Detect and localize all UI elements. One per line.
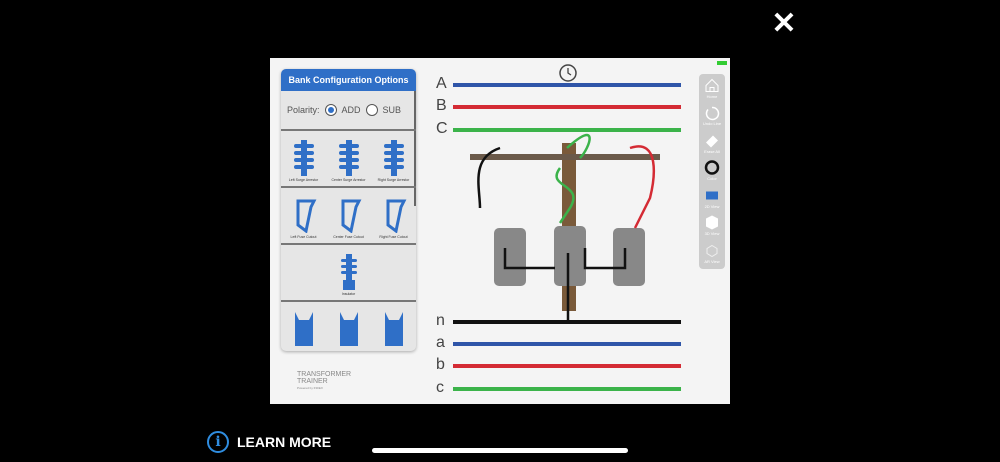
label-c: c: [436, 379, 444, 396]
center-fuse-cutout-option[interactable]: Center Fuse Cutout: [328, 197, 370, 239]
transformer-right: [613, 228, 645, 286]
logo-line1: TRANSFORMER: [297, 371, 352, 378]
tool-label: AR View: [704, 258, 720, 264]
fuse-cutout-icon: [386, 199, 406, 233]
label-b: b: [436, 356, 445, 373]
option-label: Left Fuse Cutout: [290, 235, 317, 239]
surge-arrestor-icon: [293, 140, 314, 176]
transformer-icon[interactable]: [383, 311, 405, 346]
cutout-options: Left Fuse Cutout Center Fuse Cutout Righ…: [281, 188, 416, 245]
transformer-icon[interactable]: [338, 311, 360, 346]
polarity-row: Polarity: ADD SUB: [281, 91, 416, 131]
right-fuse-cutout-option[interactable]: Right Fuse Cutout: [373, 197, 415, 239]
label-B: B: [436, 97, 447, 114]
learn-more-button[interactable]: i LEARN MORE: [207, 431, 331, 453]
learn-more-label: LEARN MORE: [237, 434, 332, 450]
panel-scrollbar[interactable]: [414, 91, 416, 206]
polarity-add-radio[interactable]: [324, 104, 337, 116]
timer-icon[interactable]: [557, 62, 579, 84]
crossarm: [470, 154, 660, 160]
option-label: Left Surge Arrestor: [288, 178, 319, 182]
info-icon: i: [207, 431, 229, 453]
option-label: Right Fuse Cutout: [379, 235, 408, 239]
transformer-icon[interactable]: [293, 311, 315, 346]
erase-all-button[interactable]: Erase All: [704, 132, 720, 159]
tool-label: Color: [707, 176, 717, 182]
tool-label: 3D View: [704, 231, 720, 237]
insulator-options: Insulator: [281, 245, 416, 302]
ar-view-button[interactable]: AR View: [704, 242, 720, 269]
label-C: C: [436, 120, 448, 137]
left-surge-arrestor-option[interactable]: Left Surge Arrestor: [283, 140, 325, 182]
close-button[interactable]: ✕: [771, 7, 797, 40]
wiring-canvas[interactable]: [270, 58, 730, 404]
polarity-sub-label: SUB: [382, 105, 402, 115]
battery-icon: [717, 61, 727, 65]
panel-title: Bank Configuration Options: [281, 69, 416, 91]
home-button[interactable]: Home: [704, 77, 720, 104]
home-icon: [705, 78, 719, 92]
2d-view-button[interactable]: 2D View: [704, 187, 720, 214]
fuse-cutout-icon: [341, 199, 361, 233]
surge-arrestor-icon: [338, 140, 359, 176]
transformer-trainer-logo: TRANSFORMER TRAINER Powered by INDEX: [281, 371, 351, 392]
center-surge-arrestor-option[interactable]: Center Surge Arrestor: [328, 140, 370, 182]
color-wheel-icon: [704, 160, 720, 176]
transformer-center: [554, 226, 586, 286]
polarity-label: Polarity:: [287, 105, 320, 115]
right-surge-arrestor-option[interactable]: Right Surge Arrestor: [373, 140, 415, 182]
surge-arrestor-icon: [383, 140, 404, 176]
transformer-left: [494, 228, 526, 286]
toolbar: Home Undo Line Erase All Color 2D View 3…: [699, 74, 725, 269]
tool-label: Undo Line: [702, 121, 722, 127]
left-fuse-cutout-option[interactable]: Left Fuse Cutout: [283, 197, 325, 239]
label-A: A: [436, 75, 447, 92]
arrester-options: Left Surge Arrestor Center Surge Arresto…: [281, 131, 416, 188]
3d-cube-icon: [706, 215, 718, 230]
ar-cube-icon: [706, 244, 718, 257]
insulator-option[interactable]: Insulator: [328, 254, 370, 296]
tool-label: Erase All: [704, 148, 720, 154]
transformer-trainer-app: A B C n a b c Bank Configuration Options…: [270, 58, 730, 404]
polarity-add-label: ADD: [341, 105, 361, 115]
tool-label: 2D View: [704, 203, 720, 209]
undo-line-button[interactable]: Undo Line: [703, 104, 721, 131]
option-label: Right Surge Arrestor: [377, 178, 410, 182]
label-a: a: [436, 334, 445, 351]
undo-icon: [705, 107, 720, 121]
option-label: Insulator: [341, 292, 356, 296]
3d-view-button[interactable]: 3D View: [704, 214, 720, 241]
color-button[interactable]: Color: [704, 159, 720, 186]
logo-line3: Powered by INDEX: [297, 386, 323, 390]
eraser-icon: [706, 135, 718, 148]
option-label: Center Fuse Cutout: [333, 235, 364, 239]
2d-view-icon: [706, 191, 718, 200]
fuse-cutout-icon: [296, 199, 316, 233]
bank-configuration-panel: Bank Configuration Options Polarity: ADD…: [281, 69, 416, 351]
label-n: n: [436, 312, 445, 329]
insulator-icon: [340, 254, 357, 290]
transformer-options: [281, 302, 416, 351]
home-indicator[interactable]: [372, 448, 628, 453]
tool-label: Home: [706, 94, 718, 99]
logo-line2: TRAINER: [297, 378, 328, 385]
option-label: Center Surge Arrestor: [331, 178, 366, 182]
primary-lines: [453, 83, 681, 391]
polarity-sub-radio[interactable]: [365, 104, 378, 116]
